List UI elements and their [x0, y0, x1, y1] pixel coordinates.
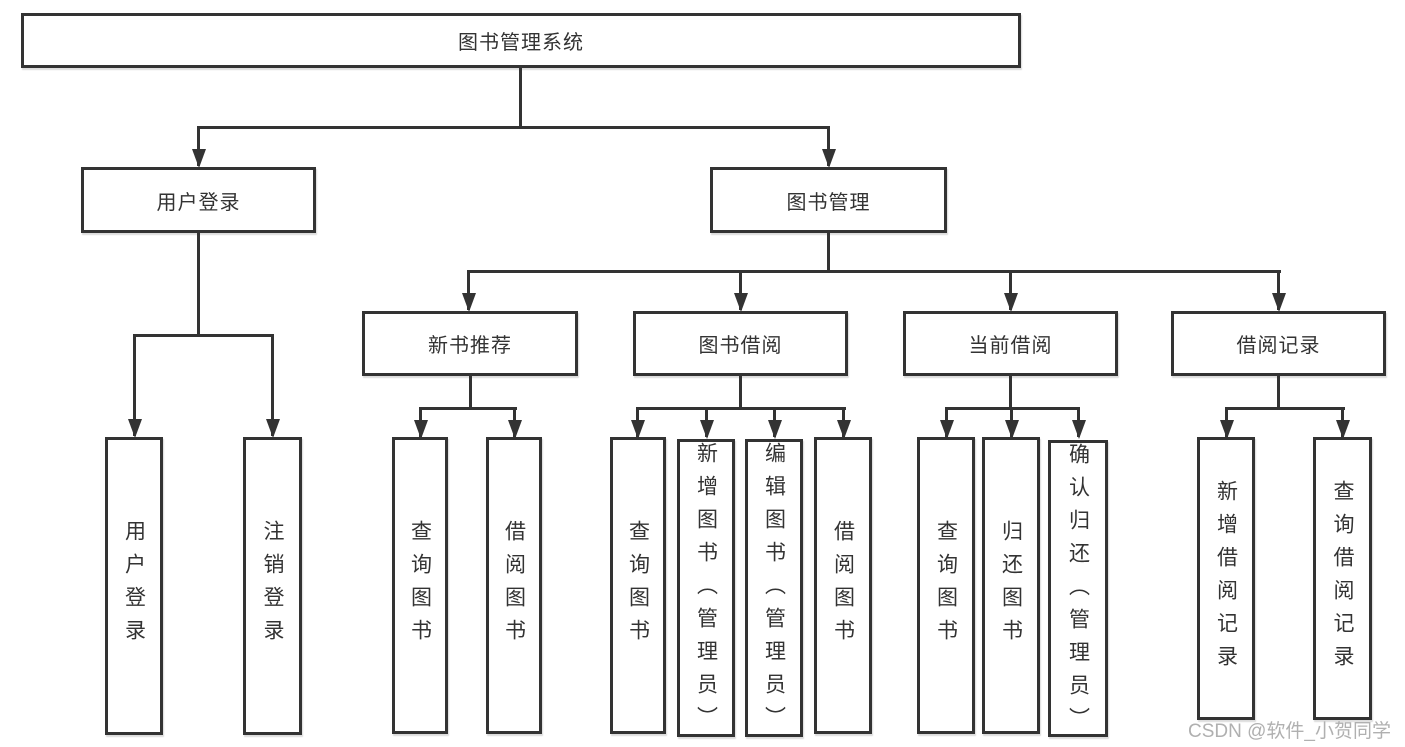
leaf-edit-books-admin: 编辑图书（管理员） — [745, 439, 803, 739]
connector-borrow-record-bar — [1225, 407, 1345, 410]
leaf-logout: 注销登录 — [243, 437, 302, 735]
arrow-new-book-child-2 — [507, 407, 522, 439]
leaf-borrow-books-2-label: 借阅图书 — [831, 519, 855, 652]
leaf-user-login-label: 用户登录 — [122, 520, 146, 652]
leaf-query-borrow-record-label: 查询借阅记录 — [1331, 479, 1354, 678]
node-new-book-recommend: 新书推荐 — [362, 311, 578, 376]
leaf-query-borrow-record: 查询借阅记录 — [1313, 437, 1372, 720]
node-new-book-recommend-label: 新书推荐 — [428, 335, 512, 357]
connector-book-mgmt-stub — [827, 233, 830, 273]
arrow-to-user-login — [191, 126, 206, 168]
arrow-to-book-borrow — [733, 270, 748, 312]
connector-user-login-stub — [197, 233, 200, 337]
node-borrow-record: 借阅记录 — [1171, 311, 1386, 376]
leaf-query-books-2: 查询图书 — [610, 437, 666, 734]
leaf-query-books-1: 查询图书 — [392, 437, 448, 734]
arrow-book-borrow-child-4 — [836, 407, 851, 439]
leaf-query-books-3: 查询图书 — [917, 437, 975, 734]
leaf-add-books-admin-label: 新增图书（管理员） — [694, 442, 718, 739]
leaf-logout-label: 注销登录 — [261, 520, 284, 652]
node-current-borrow-label: 当前借阅 — [968, 335, 1053, 357]
connector-root-bar — [197, 126, 830, 129]
arrow-borrow-record-child-1 — [1219, 407, 1234, 439]
node-book-mgmt: 图书管理 — [710, 167, 947, 233]
arrow-book-borrow-child-1 — [630, 407, 645, 439]
leaf-query-books-1-label: 查询图书 — [408, 519, 432, 652]
leaf-confirm-return-admin-label: 确认归还（管理员） — [1066, 443, 1090, 740]
csdn-watermark: CSDN @软件_小贺同学 — [1188, 721, 1391, 742]
arrow-current-borrow-child-2 — [1004, 407, 1019, 439]
arrow-to-book-mgmt — [821, 126, 836, 168]
node-book-borrow-label: 图书借阅 — [698, 335, 783, 357]
node-library-system-label: 图书管理系统 — [458, 32, 584, 54]
arrow-to-login-leaf — [127, 334, 142, 438]
node-library-system: 图书管理系统 — [21, 13, 1021, 68]
node-current-borrow: 当前借阅 — [903, 311, 1118, 376]
arrow-borrow-record-child-2 — [1335, 407, 1350, 439]
leaf-add-borrow-record-label: 新增借阅记录 — [1214, 479, 1238, 678]
arrow-book-borrow-child-3 — [767, 407, 782, 439]
leaf-borrow-books-1: 借阅图书 — [486, 437, 542, 734]
connector-current-borrow-stub — [1009, 376, 1012, 410]
connector-root-stub — [519, 68, 522, 129]
arrow-to-borrow-record — [1271, 270, 1286, 312]
connector-book-borrow-stub — [739, 376, 742, 410]
leaf-user-login: 用户登录 — [105, 437, 163, 735]
node-user-login-label: 用户登录 — [156, 191, 241, 214]
arrow-new-book-child-1 — [413, 407, 428, 439]
connector-user-login-bar — [133, 334, 274, 337]
connector-new-book-bar — [419, 407, 517, 410]
arrow-current-borrow-child-3 — [1071, 407, 1086, 439]
leaf-return-books: 归还图书 — [982, 437, 1040, 734]
connector-borrow-record-stub — [1277, 376, 1280, 410]
leaf-edit-books-admin-label: 编辑图书（管理员） — [762, 442, 786, 739]
node-book-borrow: 图书借阅 — [633, 311, 848, 376]
node-borrow-record-label: 借阅记录 — [1236, 335, 1321, 357]
leaf-confirm-return-admin: 确认归还（管理员） — [1048, 440, 1108, 740]
leaf-borrow-books-2: 借阅图书 — [814, 437, 872, 734]
connector-book-mgmt-bar — [467, 270, 1281, 273]
arrow-book-borrow-child-2 — [699, 407, 714, 439]
node-user-login: 用户登录 — [81, 167, 316, 233]
leaf-add-books-admin: 新增图书（管理员） — [677, 439, 735, 739]
leaf-add-borrow-record: 新增借阅记录 — [1197, 437, 1255, 720]
arrow-to-new-book — [461, 270, 476, 312]
leaf-query-books-2-label: 查询图书 — [626, 519, 650, 652]
arrow-current-borrow-child-1 — [939, 407, 954, 439]
node-book-mgmt-label: 图书管理 — [786, 191, 871, 214]
arrow-to-current-borrow — [1003, 270, 1018, 312]
leaf-borrow-books-1-label: 借阅图书 — [502, 519, 526, 652]
leaf-return-books-label: 归还图书 — [999, 519, 1023, 652]
connector-new-book-stub — [469, 376, 472, 410]
leaf-query-books-3-label: 查询图书 — [934, 519, 958, 652]
arrow-to-logout-leaf — [265, 334, 280, 438]
connector-book-borrow-bar — [636, 407, 846, 410]
